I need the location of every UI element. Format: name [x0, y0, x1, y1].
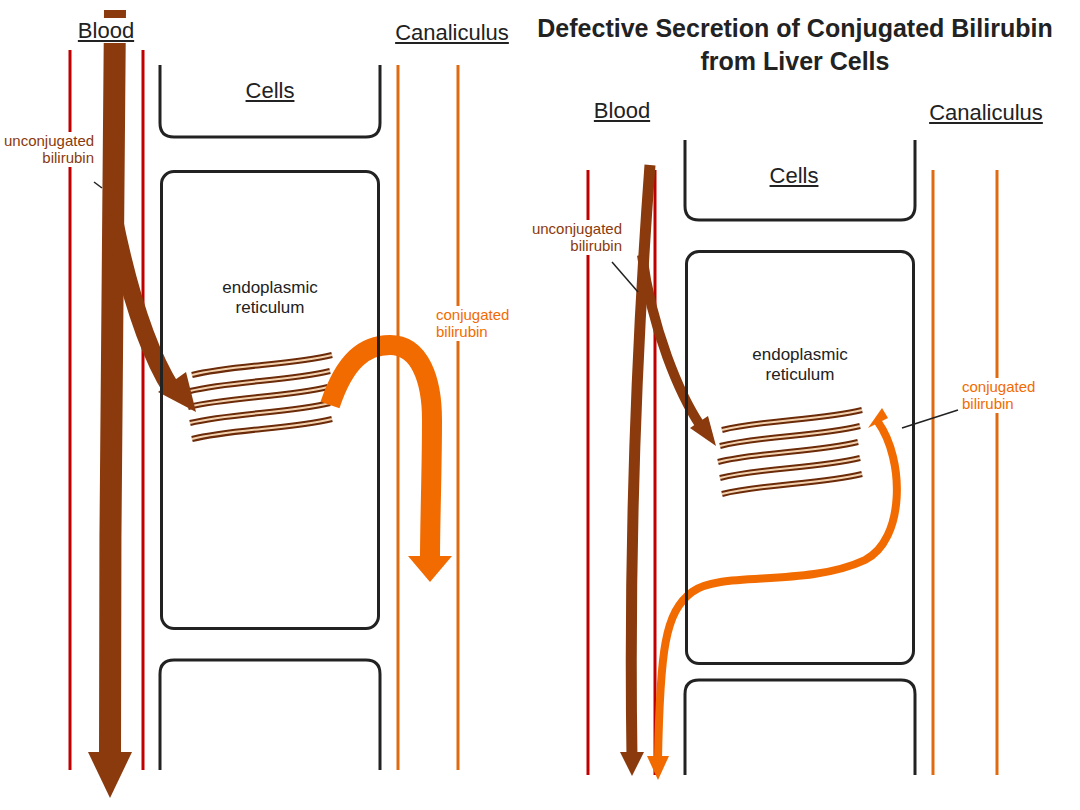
region-heading: Cells [752, 163, 836, 188]
substance-label: conjugated bilirubin [434, 306, 518, 341]
region-heading: Canaliculus [923, 100, 1049, 125]
region-heading: Canaliculus [390, 20, 514, 45]
er-membranes [718, 410, 862, 494]
substance-label: unconjugated bilirubin [2, 132, 96, 167]
er-membranes [188, 355, 332, 439]
conjugated-bilirubin-arrow [330, 345, 452, 582]
conjugated-bilirubin-arrow [647, 408, 958, 780]
cell-box: endoplasmic reticulum [685, 250, 915, 665]
region-heading: Blood [582, 98, 662, 123]
organelle-label: endoplasmic reticulum [205, 278, 335, 319]
substance-label: conjugated bilirubin [960, 378, 1056, 413]
substance-label: unconjugated bilirubin [524, 220, 624, 255]
unconjugated-bilirubin-arrow [88, 10, 196, 798]
canaliculus-wall [933, 170, 997, 775]
organelle-label: endoplasmic reticulum [735, 345, 865, 386]
diagram-title: Defective Secretion of Conjugated Biliru… [515, 12, 1075, 77]
cell-box: endoplasmic reticulum [160, 170, 380, 630]
cell-outline [160, 65, 380, 770]
region-heading: Blood [70, 18, 142, 43]
region-heading: Cells [228, 78, 312, 103]
cell-outline [685, 140, 915, 775]
